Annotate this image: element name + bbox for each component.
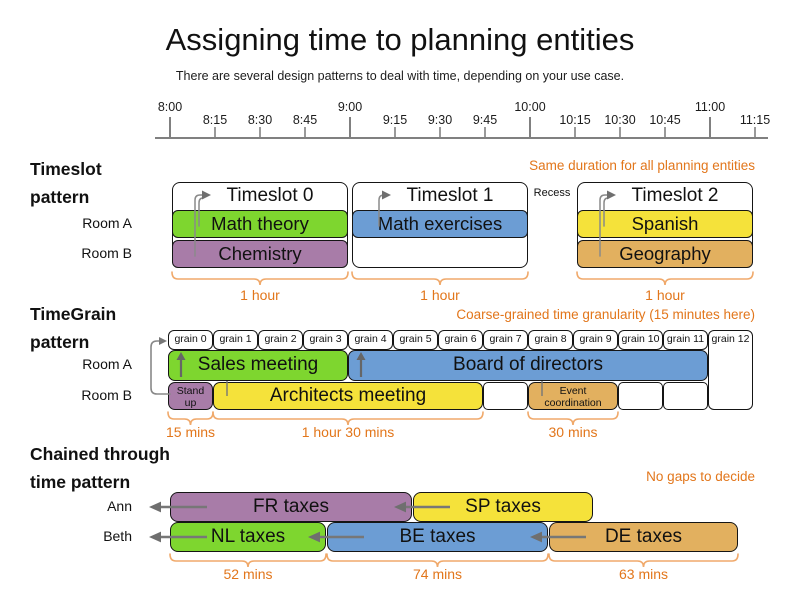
section-heading-timegrain: TimeGrain pattern <box>30 304 117 352</box>
meeting-bar: Event coordination <box>528 382 618 410</box>
duration-label: 52 mins <box>223 566 273 582</box>
arrowhead-right <box>159 337 167 345</box>
task-bar: FR taxes <box>170 492 412 522</box>
duration-label: 1 hour <box>645 287 685 303</box>
empty-grain-cell <box>663 382 708 410</box>
grain-label: grain 11 <box>663 330 708 350</box>
meeting-bar: Board of directors <box>348 350 708 381</box>
empty-grain-cell <box>483 382 528 410</box>
recess-label: Recess <box>533 187 571 199</box>
grain-label: grain 9 <box>573 330 618 350</box>
row-label-room-a-timegrain: Room A <box>82 356 132 372</box>
tick-label: 10:45 <box>649 113 680 127</box>
grain-label: grain 10 <box>618 330 663 350</box>
page-title: Assigning time to planning entities <box>165 22 635 57</box>
tick-label: 8:00 <box>158 100 182 114</box>
task-bar: BE taxes <box>327 522 548 552</box>
duration-brace <box>576 271 754 286</box>
task-bar: SP taxes <box>413 492 593 522</box>
lesson-bar: Geography <box>577 240 753 268</box>
note-timegrain: Coarse-grained time granularity (15 minu… <box>456 307 755 322</box>
timeslot-title: Timeslot 0 <box>226 185 314 206</box>
grain-label: grain 4 <box>348 330 393 350</box>
meeting-bar: Sales meeting <box>168 350 348 381</box>
section-heading-timeslot: Timeslot pattern <box>30 159 102 207</box>
task-bar: NL taxes <box>170 522 326 552</box>
timeslot-title: Timeslot 1 <box>406 185 494 206</box>
empty-grain-cell <box>618 382 663 410</box>
lesson-bar: Math theory <box>172 210 348 238</box>
duration-brace <box>351 271 529 286</box>
timeslot-title: Timeslot 2 <box>631 185 719 206</box>
row-label-room-b-timeslot: Room B <box>81 245 132 261</box>
note-chained: No gaps to decide <box>646 469 755 484</box>
tick-label: 8:45 <box>293 113 317 127</box>
duration-label: 63 mins <box>618 566 669 582</box>
duration-label: 1 hour 30 mins <box>301 424 395 440</box>
row-label-beth: Beth <box>103 528 132 544</box>
grain-label: grain 2 <box>258 330 303 350</box>
duration-label: 1 hour <box>420 287 460 303</box>
arrowhead-left <box>149 531 161 543</box>
grain-label: grain 6 <box>438 330 483 350</box>
section-heading-chained: Chained through time pattern <box>30 444 170 492</box>
tick-label: 9:15 <box>383 113 407 127</box>
arrowhead-left <box>149 501 161 513</box>
meeting-bar: Stand up <box>168 382 213 410</box>
grain-label: grain 3 <box>303 330 348 350</box>
duration-label: 74 mins <box>412 566 463 582</box>
tick-label: 10:30 <box>604 113 635 127</box>
row-label-ann: Ann <box>107 498 132 514</box>
tick-label: 8:30 <box>248 113 272 127</box>
page-subtitle: There are several design patterns to dea… <box>175 69 625 83</box>
duration-label: 30 mins <box>548 424 598 440</box>
grain-label: grain 1 <box>213 330 258 350</box>
tick-label: 9:45 <box>473 113 497 127</box>
tick-label: 9:00 <box>338 100 362 114</box>
grain-label: grain 0 <box>168 330 213 350</box>
note-timeslot: Same duration for all planning entities <box>529 158 755 173</box>
meeting-bar: Architects meeting <box>213 382 483 410</box>
grain-label: grain 5 <box>393 330 438 350</box>
duration-label: 15 mins <box>165 424 216 440</box>
grain-label: grain 8 <box>528 330 573 350</box>
tick-label: 11:00 <box>695 100 725 114</box>
row-label-room-a-timeslot: Room A <box>82 215 132 231</box>
grain-label: grain 7 <box>483 330 528 350</box>
task-bar: DE taxes <box>549 522 738 552</box>
lesson-bar: Math exercises <box>352 210 528 238</box>
tick-label: 9:30 <box>428 113 452 127</box>
lesson-bar: Chemistry <box>172 240 348 268</box>
tick-label: 11:15 <box>740 113 770 127</box>
row-label-room-b-timegrain: Room B <box>81 387 132 403</box>
grain-column-empty: grain 12 <box>708 330 753 410</box>
duration-brace <box>171 271 349 286</box>
tick-label: 10:00 <box>514 100 545 114</box>
tick-label: 8:15 <box>203 113 227 127</box>
duration-label: 1 hour <box>240 287 280 303</box>
tick-label: 10:15 <box>559 113 590 127</box>
lesson-bar: Spanish <box>577 210 753 238</box>
